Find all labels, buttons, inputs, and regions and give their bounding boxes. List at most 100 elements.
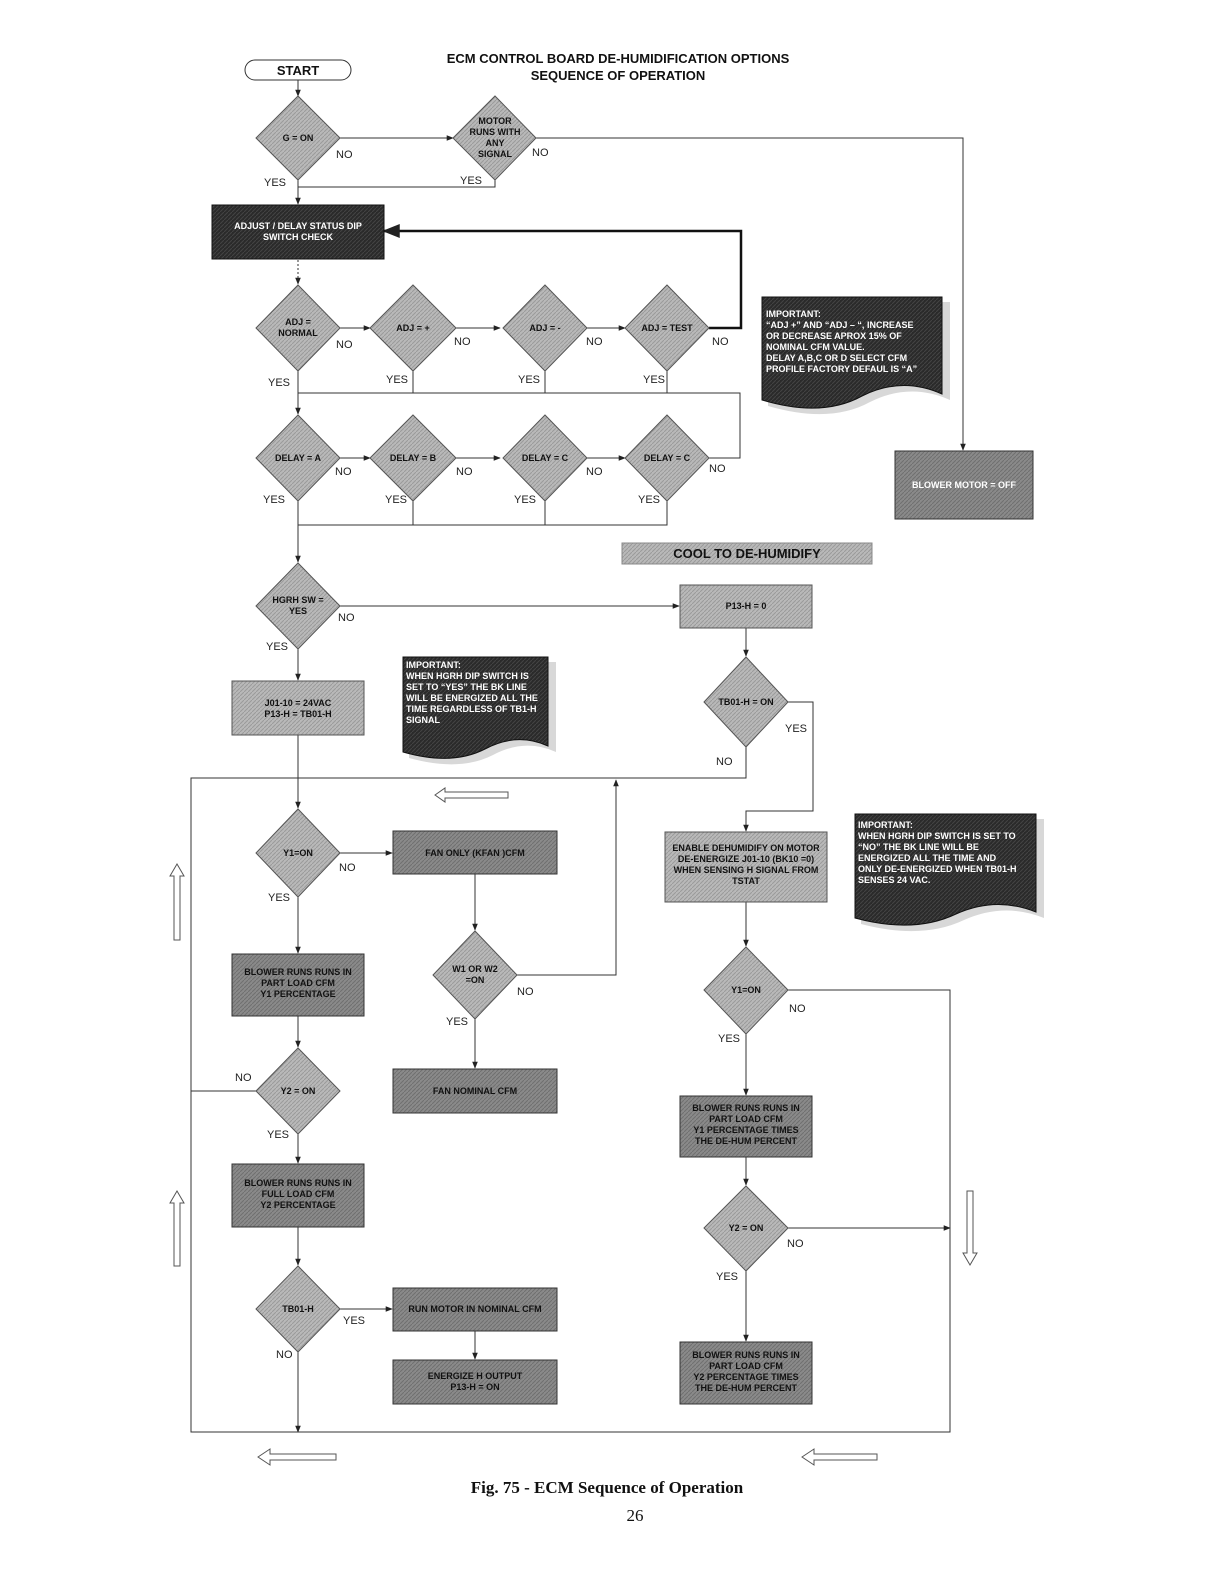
box-adjust-check: ADJUST / DELAY STATUS DIP SWITCH CHECK: [211, 204, 385, 260]
note-line: SIGNAL: [406, 715, 441, 725]
box-label: BLOWER RUNS RUNS IN: [244, 1178, 352, 1188]
up-arrow-icon: [169, 1190, 185, 1267]
decision-label: TB01-H: [282, 1304, 314, 1314]
decision-label: W1 OR W2: [452, 964, 498, 974]
box-label: PART LOAD CFM: [261, 978, 335, 988]
yes-label: YES: [264, 177, 286, 189]
no-label: NO: [336, 339, 353, 351]
yes-label: YES: [267, 1129, 289, 1141]
note-line: ONLY DE-ENERGIZED WHEN TB01-H: [858, 864, 1017, 874]
box-label: THE DE-HUM PERCENT: [695, 1383, 798, 1393]
start-label: START: [277, 63, 319, 78]
note-line: SET TO “YES” THE BK LINE: [406, 682, 527, 692]
decision-label: TB01-H = ON: [718, 697, 773, 707]
note-line: WILL BE ENERGIZED ALL THE: [406, 693, 538, 703]
decision-label: Y2 = ON: [281, 1086, 316, 1096]
yes-label: YES: [263, 494, 285, 506]
box-fan-nominal: FAN NOMINAL CFM: [392, 1068, 558, 1114]
decision-label: DELAY = C: [644, 453, 691, 463]
yes-label: YES: [268, 892, 290, 904]
box-blower-y1: BLOWER RUNS RUNS IN PART LOAD CFM Y1 PER…: [231, 953, 365, 1017]
decision-label: YES: [289, 606, 307, 616]
decision-adj-plus: ADJ = +: [369, 284, 457, 372]
no-label: NO: [517, 986, 534, 998]
no-label: NO: [586, 466, 603, 478]
page-number: 26: [627, 1506, 644, 1525]
no-label: NO: [787, 1238, 804, 1250]
decision-label: HGRH SW =: [272, 595, 323, 605]
start-terminal: START: [244, 59, 352, 81]
note-line: WHEN HGRH DIP SWITCH IS SET TO: [858, 831, 1016, 841]
box-label: BLOWER RUNS RUNS IN: [692, 1103, 800, 1113]
decision-label: =ON: [466, 975, 485, 985]
decision-delay-b: DELAY = B: [369, 414, 457, 502]
box-label: BLOWER RUNS RUNS IN: [244, 967, 352, 977]
yes-label: YES: [266, 641, 288, 653]
box-label: J01-10 = 24VAC: [265, 698, 332, 708]
no-label: NO: [789, 1003, 806, 1015]
box-label: Y1 PERCENTAGE TIMES: [693, 1125, 798, 1135]
no-label: NO: [712, 336, 729, 348]
box-blower-off: BLOWER MOTOR = OFF: [894, 450, 1034, 520]
decision-y1-left: Y1=ON: [255, 808, 341, 898]
no-label: NO: [716, 756, 733, 768]
no-label: NO: [276, 1349, 293, 1361]
no-label: NO: [532, 147, 549, 159]
decision-y2-right: Y2 = ON: [703, 1185, 789, 1272]
diagram-title-line-2: SEQUENCE OF OPERATION: [531, 68, 706, 83]
yes-label: YES: [268, 377, 290, 389]
yes-label: YES: [460, 175, 482, 187]
yes-label: YES: [638, 494, 660, 506]
box-blower-y2: BLOWER RUNS RUNS IN FULL LOAD CFM Y2 PER…: [231, 1163, 365, 1228]
note-line: IMPORTANT:: [406, 660, 461, 670]
down-arrow-icon: [962, 1190, 978, 1266]
no-label: NO: [336, 149, 353, 161]
decision-label: Y2 = ON: [729, 1223, 764, 1233]
box-label: WHEN SENSING H SIGNAL FROM: [674, 865, 819, 875]
box-label: P13-H = ON: [450, 1382, 499, 1392]
decision-hgrh: HGRH SW = YES: [255, 562, 341, 650]
box-label: BLOWER RUNS RUNS IN: [692, 1350, 800, 1360]
figure-caption: Fig. 75 - ECM Sequence of Operation: [471, 1478, 744, 1497]
yes-label: YES: [385, 494, 407, 506]
decision-tb01h: TB01-H: [255, 1265, 341, 1353]
flow-direction-arrows: [169, 787, 978, 1466]
box-label: Y1 PERCENTAGE: [260, 989, 335, 999]
up-arrow-icon: [169, 863, 185, 941]
box-label: Y2 PERCENTAGE: [260, 1200, 335, 1210]
yes-label: YES: [716, 1271, 738, 1283]
decision-label: ADJ = -: [529, 323, 560, 333]
important-note-hgrh-no: IMPORTANT: WHEN HGRH DIP SWITCH IS SET T…: [854, 813, 1044, 932]
decision-label: RUNS WITH: [470, 127, 521, 137]
decision-label: Y1=ON: [283, 848, 313, 858]
decision-y1-right: Y1=ON: [703, 946, 789, 1035]
decision-label: DELAY = B: [390, 453, 437, 463]
no-label: NO: [335, 466, 352, 478]
box-label: RUN MOTOR IN NOMINAL CFM: [408, 1304, 541, 1314]
box-label: DE-ENERGIZE J01-10 (BK10 =0): [678, 854, 814, 864]
left-arrow-icon: [257, 1448, 337, 1466]
decision-label: MOTOR: [478, 116, 512, 126]
yes-label: YES: [785, 723, 807, 735]
box-label: FULL LOAD CFM: [262, 1189, 335, 1199]
decision-y2-left: Y2 = ON: [255, 1047, 341, 1135]
no-label: NO: [456, 466, 473, 478]
no-label: NO: [338, 612, 355, 624]
decision-tb01h-on: TB01-H = ON: [703, 656, 789, 748]
note-line: “NO” THE BK LINE WILL BE: [858, 842, 979, 852]
note-line: TIME REGARDLESS OF TB1-H: [406, 704, 537, 714]
no-label: NO: [235, 1072, 252, 1084]
note-line: PROFILE FACTORY DEFAUL IS “A”: [766, 364, 917, 374]
important-note-adj-delay: IMPORTANT: “ADJ +” AND “ADJ – “, INCREAS…: [761, 296, 950, 415]
decision-delay-c-second: DELAY = C: [624, 414, 710, 502]
box-label: Y2 PERCENTAGE TIMES: [693, 1372, 798, 1382]
box-label: PART LOAD CFM: [709, 1114, 783, 1124]
no-label: NO: [454, 336, 471, 348]
box-label: ENABLE DEHUMIDIFY ON MOTOR: [672, 843, 820, 853]
yes-label: YES: [343, 1315, 365, 1327]
decision-motor-runs: MOTOR RUNS WITH ANY SIGNAL: [452, 95, 537, 181]
note-line: OR DECREASE APROX 15% OF: [766, 331, 902, 341]
decision-label: DELAY = C: [522, 453, 569, 463]
box-label: FAN ONLY (KFAN )CFM: [425, 848, 525, 858]
box-p13h-0: P13-H = 0: [679, 584, 813, 629]
